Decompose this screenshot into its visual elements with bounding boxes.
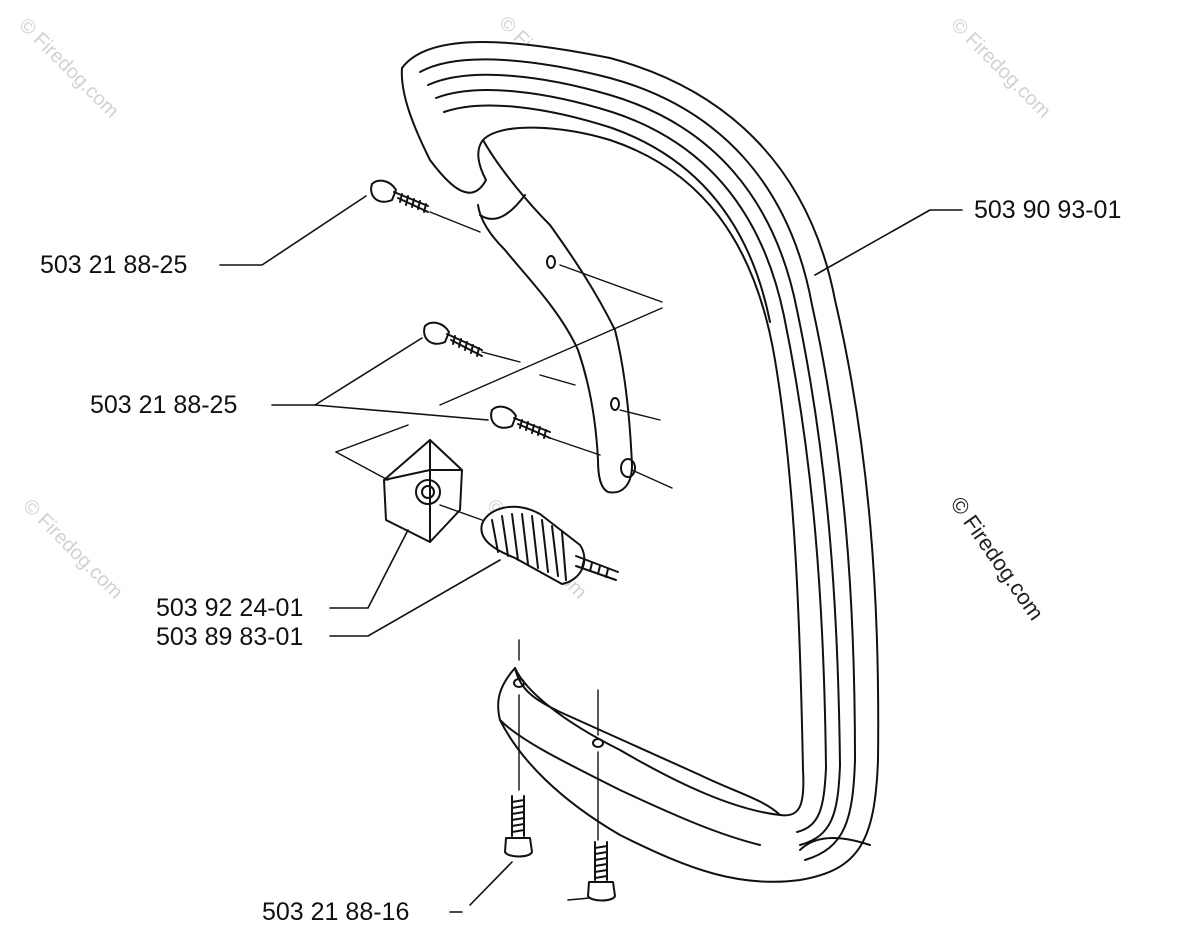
label-screw-middle: 503 21 88-25 — [90, 391, 238, 419]
handle-bar — [400, 41, 880, 883]
screw-lower-right — [587, 841, 616, 902]
screw-mid-1 — [423, 321, 483, 357]
screw-lower-left — [504, 795, 533, 858]
label-screw-bottom: 503 21 88-16 — [262, 898, 410, 926]
label-bracket: 503 92 24-01 — [156, 594, 304, 622]
screw-mid-2 — [490, 405, 551, 439]
label-vibration-damper: 503 89 83-01 — [156, 623, 304, 651]
leader-lines — [219, 195, 963, 913]
screw-upper — [370, 179, 429, 213]
assembly-lines — [335, 211, 673, 841]
vibration-damper — [480, 505, 619, 585]
label-screw-top: 503 21 88-25 — [40, 251, 188, 279]
bracket — [383, 439, 463, 543]
label-handle-bar: 503 90 93-01 — [974, 196, 1122, 224]
